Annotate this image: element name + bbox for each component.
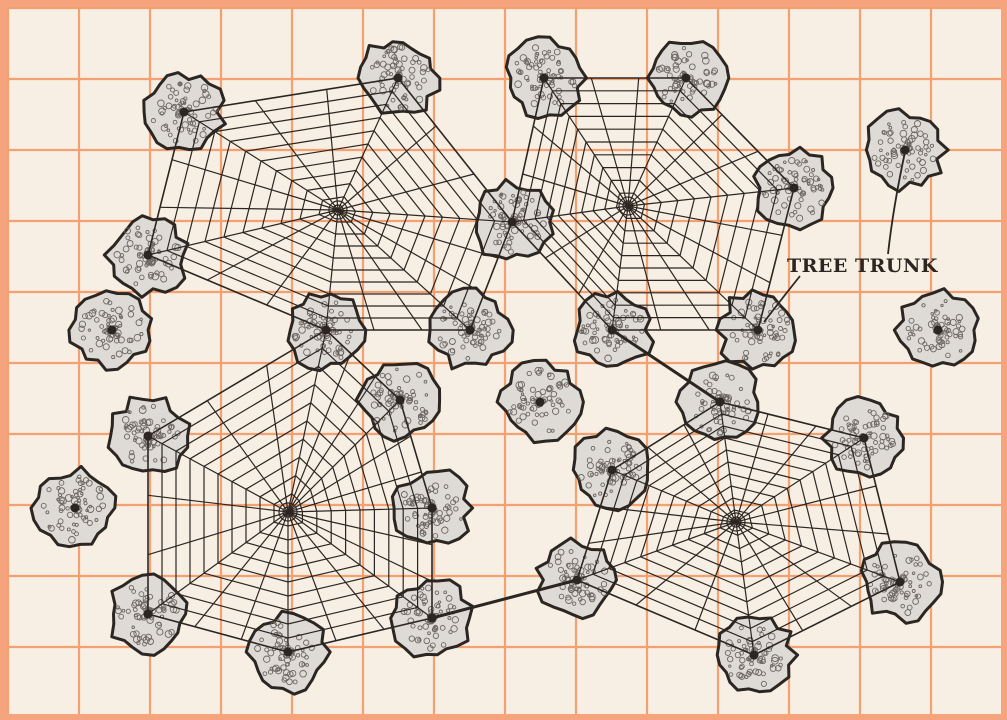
trunk-center-dot [108,326,117,335]
trunk-center-dot [536,398,545,407]
tree-trunk-label: TREE TRUNK [787,255,938,277]
trunk-center-dot [71,504,80,513]
trunk-center-dot [934,326,943,335]
